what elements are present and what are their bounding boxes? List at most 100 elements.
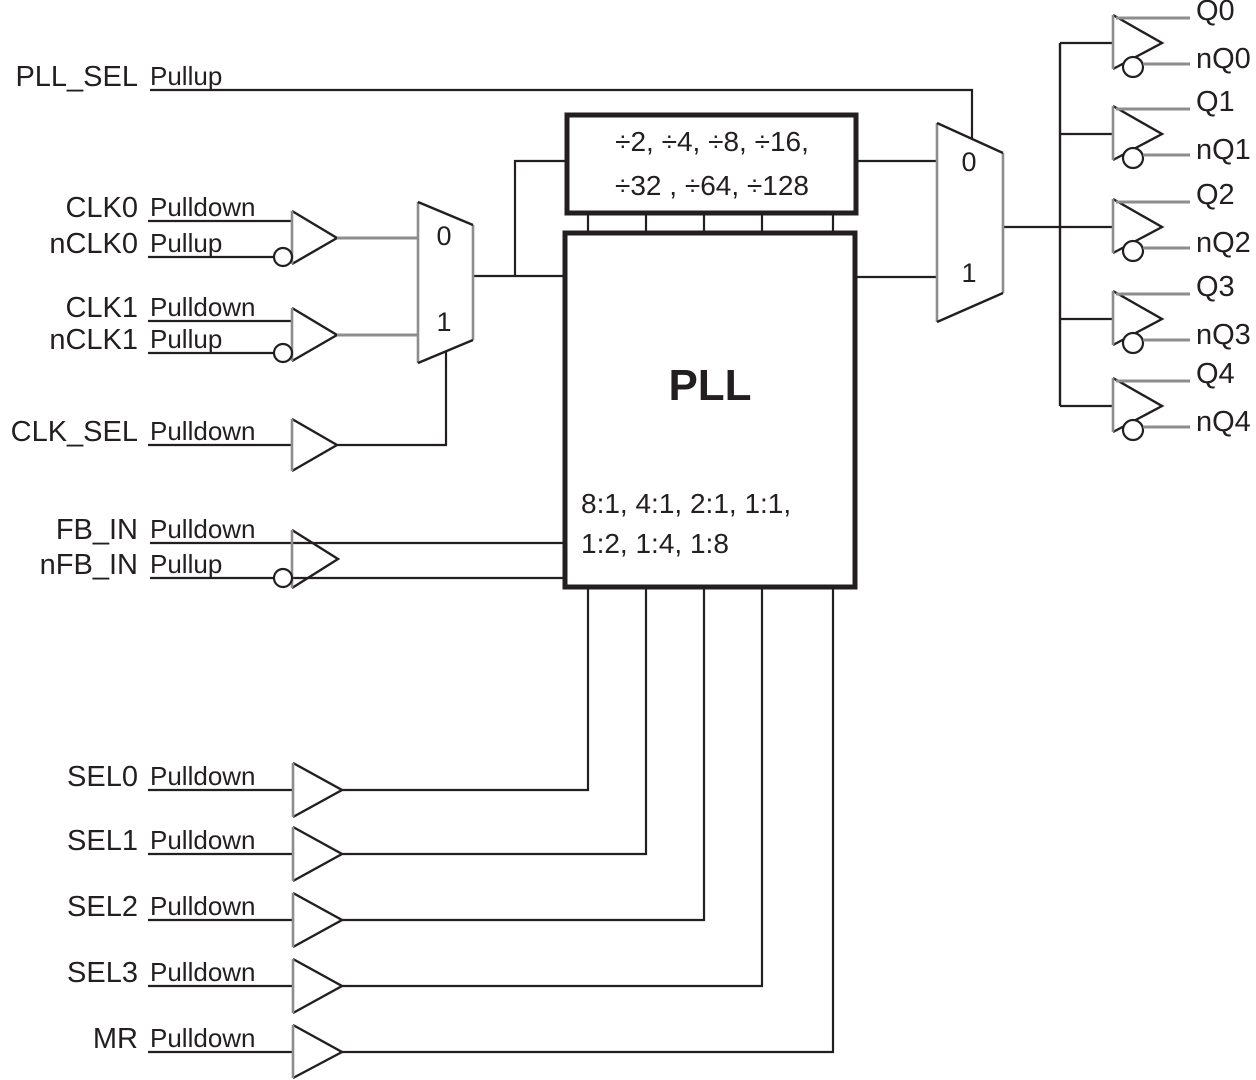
q0-buffer-body [1113, 15, 1162, 69]
wire-branch-to-divider [513, 159, 567, 276]
resistor-label-sel1: Pulldown [150, 825, 256, 855]
resistor-label-sel0: Pulldown [150, 761, 256, 791]
q4-buffer-inversion-bubble [1121, 418, 1145, 442]
output-label-q2: Q2 [1196, 179, 1235, 211]
sel1-buffer-outline [292, 825, 345, 883]
q4-output-buffer [1111, 376, 1165, 442]
q1-output-buffer [1111, 104, 1165, 170]
fb-buffer-inversion-bubble [272, 567, 294, 589]
output-mux [935, 121, 1005, 324]
clk1-buffer-inversion-bubble [272, 342, 294, 364]
output-mux-port0-label: 0 [961, 147, 977, 177]
pin-label-nclk1: nCLK1 [49, 324, 138, 356]
clk-sel-buffer [290, 417, 340, 473]
output-label-nq0: nQ0 [1196, 43, 1251, 75]
output-mux-port1-label: 1 [961, 258, 977, 288]
q0-buffer-inversion-bubble [1121, 55, 1145, 79]
resistor-label-sel3: Pulldown [150, 957, 256, 987]
sel3-buffer-outline [292, 957, 345, 1015]
divider-block-line1: ÷2, ÷4, ÷8, ÷16, [615, 126, 809, 157]
wire-clk-sel-to-mux [337, 351, 448, 447]
pin-label-pll-sel: PLL_SEL [15, 61, 138, 93]
wire-pll-sel [150, 88, 974, 139]
clk0-buffer-inversion-bubble [272, 246, 294, 268]
resistor-label-mr: Pulldown [150, 1023, 256, 1053]
resistor-label-nfb-in: Pullup [150, 549, 223, 579]
wire-sel3-to-pll [342, 587, 764, 988]
wire-sel0-to-pll [342, 587, 590, 792]
pll-block-title: PLL [668, 361, 752, 410]
output-label-nq3: nQ3 [1196, 319, 1251, 351]
wire-sel2-to-pll [342, 587, 706, 922]
resistor-label-fb-in: Pulldown [150, 514, 256, 544]
mr-buffer-body [293, 1025, 342, 1078]
fb-input-buffer [272, 528, 341, 590]
sel3-buffer [291, 957, 345, 1015]
q4-buffer-body [1113, 378, 1162, 432]
pin-label-sel2: SEL2 [67, 891, 138, 923]
output-label-nq2: nQ2 [1196, 227, 1251, 259]
input-mux-port0-label: 0 [436, 221, 452, 251]
q2-output-buffer [1111, 197, 1165, 263]
input-mux-port1-label: 1 [436, 307, 452, 337]
pin-label-sel3: SEL3 [67, 957, 138, 989]
sel0-buffer-outline [292, 761, 345, 819]
mr-buffer-outline [292, 1023, 345, 1080]
resistor-label-sel2: Pulldown [150, 891, 256, 921]
pin-label-nclk0: nCLK0 [49, 228, 138, 260]
resistor-label-clk-sel: Pulldown [150, 416, 256, 446]
q2-buffer-inversion-bubble [1121, 239, 1145, 263]
mr-buffer [291, 1023, 345, 1080]
pin-label-sel0: SEL0 [67, 761, 138, 793]
input-mux-top-edge [417, 200, 474, 227]
pin-label-clk0: CLK0 [65, 192, 138, 224]
pin-label-clk1: CLK1 [65, 292, 138, 324]
sel1-buffer [291, 825, 345, 883]
pin-label-sel1: SEL1 [67, 825, 138, 857]
wire-mr-to-pll [342, 587, 835, 1054]
output-label-nq4: nQ4 [1196, 406, 1251, 438]
clk1-buffer-body [292, 308, 337, 361]
pin-label-clk-sel: CLK_SEL [10, 416, 138, 448]
pll-block-ratios: 8:1, 4:1, 2:1, 1:1, 1:2, 1:4, 1:8 [581, 484, 791, 564]
input-mux-bottom-edge [417, 338, 474, 365]
output-label-q1: Q1 [1196, 86, 1235, 118]
q1-buffer-inversion-bubble [1121, 146, 1145, 170]
pin-label-fb-in: FB_IN [55, 514, 138, 546]
resistor-label-nclk1: Pullup [150, 324, 223, 354]
resistor-label-clk1: Pulldown [150, 292, 256, 322]
sel2-buffer-body [293, 893, 342, 947]
wire-sel1-to-pll [342, 587, 648, 856]
divider-block-box [564, 112, 859, 216]
divider-block-text: ÷2, ÷4, ÷8, ÷16, ÷32 , ÷64, ÷128 [567, 120, 857, 208]
resistor-label-pll-sel: Pullup [150, 61, 223, 91]
clk0-input-buffer [272, 209, 340, 268]
output-label-q0: Q0 [1196, 0, 1235, 27]
q1-buffer-body [1113, 106, 1162, 160]
pll-block-box [562, 230, 858, 590]
q0-output-buffer [1111, 13, 1165, 79]
sel0-buffer-body [293, 763, 342, 817]
pin-label-nfb-in: nFB_IN [39, 549, 138, 581]
q2-buffer-body [1113, 199, 1162, 253]
pll-ratios-line1: 8:1, 4:1, 2:1, 1:1, [581, 488, 792, 519]
sel2-buffer-outline [292, 891, 345, 949]
output-label-nq1: nQ1 [1196, 134, 1251, 166]
sel3-buffer-body [293, 959, 342, 1013]
clk-sel-buffer-body [292, 419, 337, 471]
divider-block-line2: ÷32 , ÷64, ÷128 [614, 170, 809, 201]
pll-ratios-line2: 1:2, 1:4, 1:8 [581, 528, 729, 559]
sel1-buffer-body [293, 827, 342, 881]
fb-buffer-outline [291, 528, 341, 590]
clk1-input-buffer [272, 306, 340, 364]
clk-sel-buffer-outline [291, 417, 340, 473]
output-mux-bottom-edge [936, 291, 1004, 324]
q3-buffer-body [1113, 291, 1162, 345]
resistor-label-clk0: Pulldown [150, 192, 256, 222]
q3-buffer-inversion-bubble [1121, 331, 1145, 355]
output-mux-top-edge [936, 121, 1004, 155]
sel0-buffer [291, 761, 345, 819]
clk0-buffer-body [292, 211, 337, 264]
